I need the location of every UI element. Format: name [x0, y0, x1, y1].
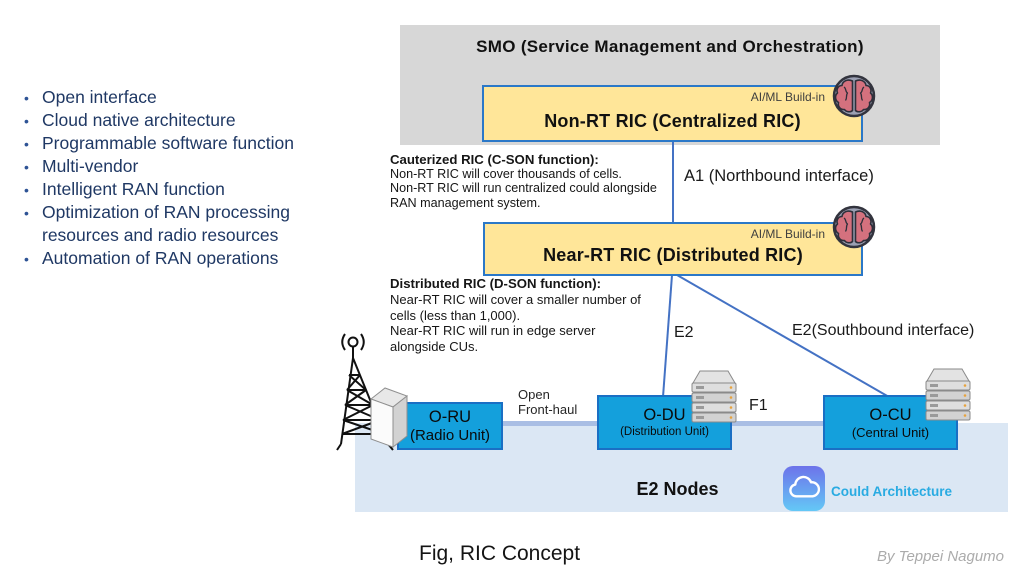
d-son-title: Distributed RIC (D-SON function): [390, 276, 601, 291]
open-fronthaul-line2: Front-haul [518, 402, 578, 417]
feature-item: Optimization of RAN processing resources… [20, 201, 354, 247]
brain-icon [832, 74, 876, 118]
e2-interface-label: E2 [674, 324, 694, 341]
server-stack-icon [925, 368, 971, 421]
e2-line-odu [662, 274, 673, 398]
non-rt-ric-label: Non-RT RIC (Centralized RIC) [544, 111, 801, 131]
aiml-badge-nearrt: AI/ML Build-in [750, 227, 825, 241]
radio-tower-icon [336, 333, 409, 451]
feature-item: Open interface [20, 86, 354, 110]
open-fronthaul-line1: Open [518, 387, 550, 402]
aiml-badge-nonrt: AI/ML Build-in [750, 90, 825, 104]
o-du-name: O-DU [643, 406, 686, 424]
d-son-line: cells (less than 1,000). [390, 307, 521, 323]
smo-title: SMO (Service Management and Orchestratio… [476, 37, 864, 56]
feature-item: Automation of RAN operations [20, 247, 354, 271]
c-son-line: Non-RT RIC will cover thousands of cells… [390, 167, 622, 182]
cloud-glyph [789, 475, 821, 497]
server-stack-icon [691, 370, 737, 423]
non-rt-ric-box: AI/ML Build-in Non-RT RIC (Centralized R… [482, 85, 863, 142]
feature-item: Multi-vendor [20, 155, 354, 179]
e2-southbound-label: E2(Southbound interface) [792, 322, 975, 339]
c-son-annotation: Cauterized RIC (C-SON function): Non-RT … [390, 152, 657, 210]
c-son-title: Cauterized RIC (C-SON function): [390, 152, 599, 167]
f1-connector [730, 421, 825, 426]
a1-interface-label: A1 (Northbound interface) [684, 167, 874, 185]
cloud-icon [783, 466, 825, 511]
o-ru-box: O-RU (Radio Unit) [397, 402, 503, 450]
e2-nodes-label: E2 Nodes [636, 479, 719, 499]
figure-caption: Fig, RIC Concept [419, 542, 581, 565]
c-son-line: RAN management system. [390, 195, 541, 210]
fronthaul-connector [501, 421, 599, 426]
o-du-subtitle: (Distribution Unit) [620, 426, 709, 438]
feature-item: Cloud native architecture [20, 109, 354, 133]
d-son-annotation: Distributed RIC (D-SON function): Near-R… [390, 276, 641, 355]
feature-item: Programmable software function [20, 132, 354, 156]
near-rt-ric-label: Near-RT RIC (Distributed RIC) [543, 245, 803, 265]
d-son-line: Near-RT RIC will cover a smaller number … [390, 291, 641, 307]
cloud-architecture-label: Could Architecture [831, 484, 953, 499]
f1-interface-label: F1 [749, 397, 768, 414]
brain-icon [832, 205, 876, 249]
near-rt-ric-box: AI/ML Build-in Near-RT RIC (Distributed … [483, 222, 863, 276]
o-ru-name: O-RU [428, 408, 472, 426]
o-cu-name: O-CU [869, 405, 912, 424]
d-son-line: Near-RT RIC will run in edge server [390, 323, 596, 339]
open-fronthaul-label: Open Front-haul [518, 387, 577, 417]
c-son-line: Non-RT RIC will run centralized could al… [390, 181, 657, 196]
feature-item: Intelligent RAN function [20, 178, 354, 202]
author-credit: By Teppei Nagumo [877, 548, 1005, 565]
o-ru-subtitle: (Radio Unit) [409, 427, 491, 444]
o-cu-subtitle: (Central Unit) [851, 424, 930, 440]
d-son-line: alongside CUs. [390, 339, 479, 355]
feature-bullet-list: Open interface Cloud native architecture… [20, 86, 380, 271]
